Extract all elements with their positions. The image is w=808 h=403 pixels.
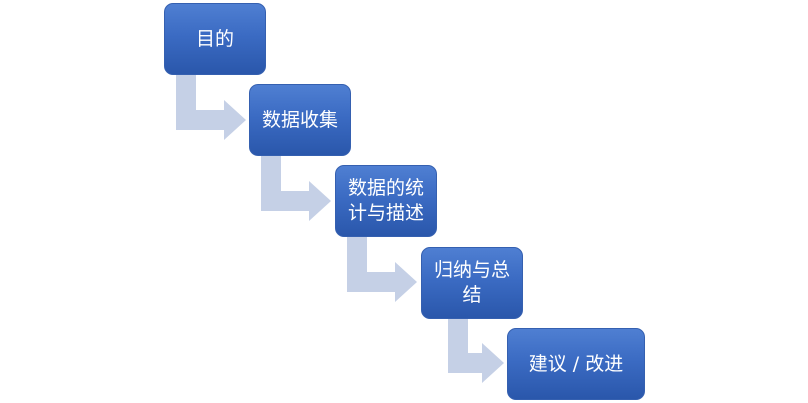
step-data-collection: 数据收集 [249,84,351,156]
connector-arrow-1 [176,75,246,140]
step-statistics-description: 数据的统 计与描述 [335,165,437,237]
connector-arrow-3 [347,237,417,302]
step-suggestions: 建议 / 改进 [507,328,645,400]
connector-arrow-4 [448,319,504,383]
connector-arrow-2 [261,156,331,221]
step-summary: 归纳与总结 [421,247,523,319]
step-purpose: 目的 [164,3,266,75]
